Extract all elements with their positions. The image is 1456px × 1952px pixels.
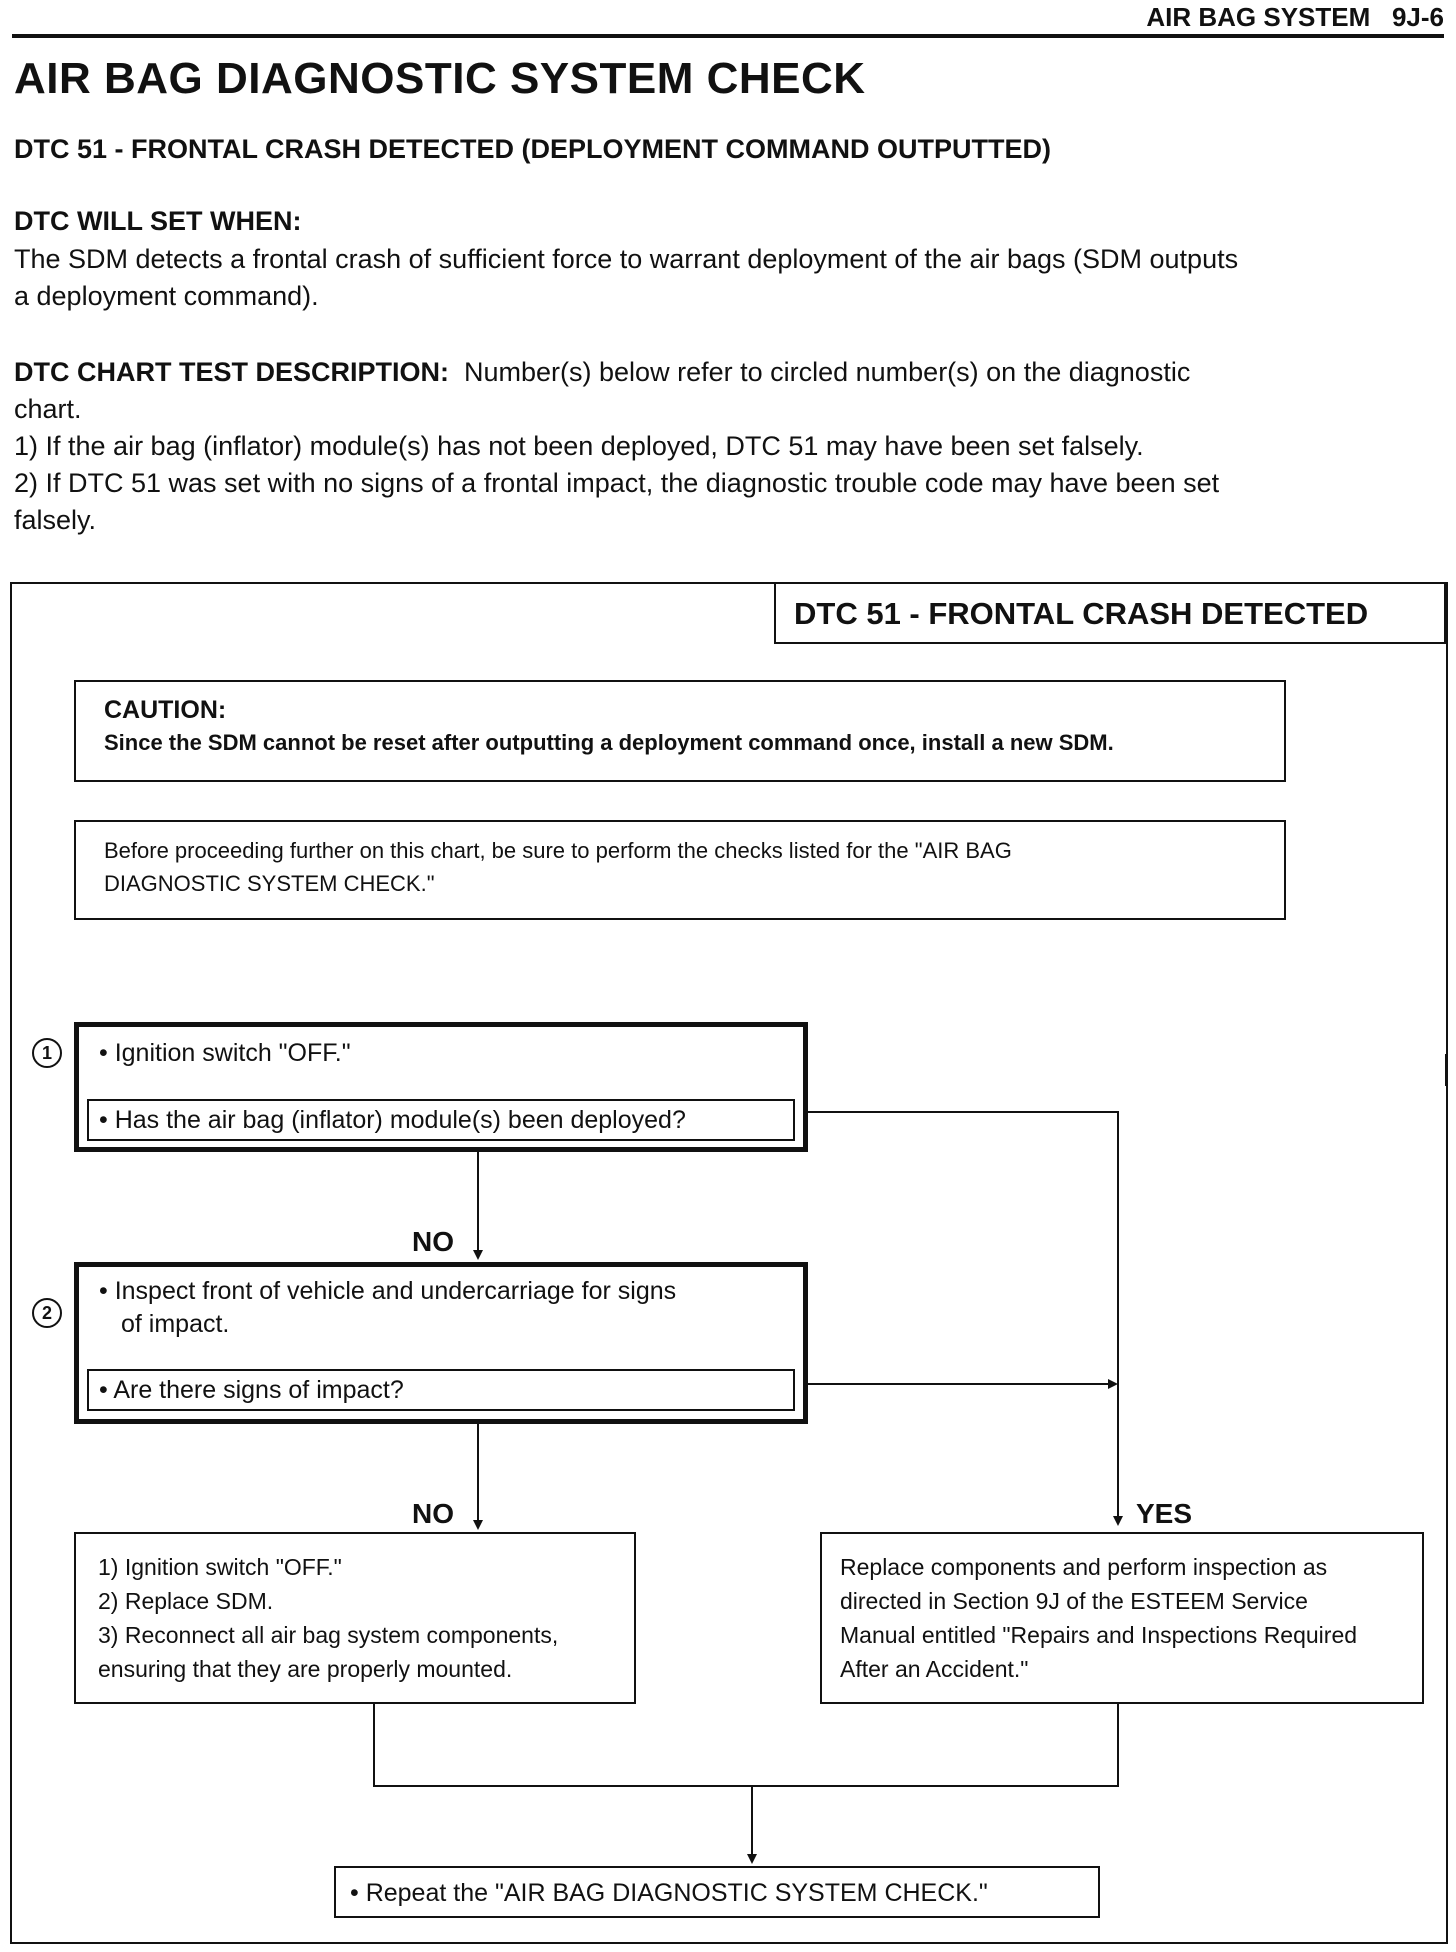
set-when-heading: DTC WILL SET WHEN:	[14, 206, 302, 236]
step-1-question: • Has the air bag (inflator) module(s) b…	[99, 1106, 686, 1134]
step-2-question: • Are there signs of impact?	[99, 1376, 404, 1404]
chart-title-box: DTC 51 - FRONTAL CRASH DETECTED	[774, 582, 1446, 644]
set-when-text: The SDM detects a frontal crash of suffi…	[14, 241, 1238, 315]
header-rule	[12, 34, 1444, 38]
test-description-line: 2) If DTC 51 was set with no signs of a …	[14, 468, 1220, 498]
chart-title: DTC 51 - FRONTAL CRASH DETECTED	[794, 596, 1369, 631]
result-yes-text: Replace components and perform inspectio…	[840, 1554, 1358, 1682]
caution-text: Since the SDM cannot be reset after outp…	[104, 730, 1114, 755]
no-label-1: NO	[412, 1226, 454, 1257]
result-no-line: 1) Ignition switch "OFF."	[98, 1554, 342, 1580]
yes-label: YES	[1136, 1498, 1193, 1529]
connector-step1-yes	[808, 1111, 1123, 1526]
step-1-box: • Ignition switch "OFF." • Has the air b…	[74, 1022, 808, 1152]
step-2-action: • Inspect front of vehicle and undercarr…	[99, 1277, 677, 1338]
set-when-line: The SDM detects a frontal crash of suffi…	[14, 244, 1239, 274]
test-description-line: DTC CHART TEST DESCRIPTION: Number(s) be…	[14, 357, 1191, 387]
test-description: DTC CHART TEST DESCRIPTION: Number(s) be…	[14, 354, 1434, 539]
final-step-box: • Repeat the "AIR BAG DIAGNOSTIC SYSTEM …	[334, 1866, 1100, 1918]
set-when-line: a deployment command).	[14, 281, 319, 311]
result-no-line: 2) Replace SDM.	[98, 1588, 274, 1614]
step-number-2: 2	[32, 1298, 62, 1328]
result-no-line: ensuring that they are properly mounted.	[98, 1656, 513, 1682]
final-step-text: • Repeat the "AIR BAG DIAGNOSTIC SYSTEM …	[350, 1879, 988, 1907]
connector-merge	[373, 1704, 1119, 1787]
result-no-box: 1) Ignition switch "OFF." 2) Replace SDM…	[74, 1532, 636, 1704]
before-proceeding-text: Before proceeding further on this chart,…	[104, 838, 1012, 896]
section-header: AIR BAG SYSTEM 9J-6	[1146, 2, 1444, 32]
step-1-action: • Ignition switch "OFF."	[99, 1039, 351, 1067]
result-yes-box: Replace components and perform inspectio…	[820, 1532, 1424, 1704]
step-number-1: 1	[32, 1038, 62, 1068]
page-subtitle: DTC 51 - FRONTAL CRASH DETECTED (DEPLOYM…	[14, 134, 1051, 164]
test-description-line: 1) If the air bag (inflator) module(s) h…	[14, 431, 1144, 461]
step-2-question-box: • Are there signs of impact?	[87, 1369, 795, 1411]
result-no-line: 3) Reconnect all air bag system componen…	[98, 1622, 559, 1648]
test-description-heading: DTC CHART TEST DESCRIPTION:	[14, 357, 449, 387]
caution-heading: CAUTION:	[104, 696, 227, 724]
step-2-box: • Inspect front of vehicle and undercarr…	[74, 1262, 808, 1424]
step-1-question-box: • Has the air bag (inflator) module(s) b…	[87, 1099, 795, 1141]
diagnostic-chart-frame	[10, 582, 1448, 1944]
before-proceeding-box: Before proceeding further on this chart,…	[74, 820, 1286, 920]
test-description-line: chart.	[14, 394, 82, 424]
test-description-line: falsely.	[14, 505, 97, 535]
page-title: AIR BAG DIAGNOSTIC SYSTEM CHECK	[14, 54, 866, 103]
no-label-2: NO	[412, 1498, 454, 1529]
caution-box: CAUTION: Since the SDM cannot be reset a…	[74, 680, 1286, 782]
result-no-steps: 1) Ignition switch "OFF." 2) Replace SDM…	[98, 1550, 558, 1686]
